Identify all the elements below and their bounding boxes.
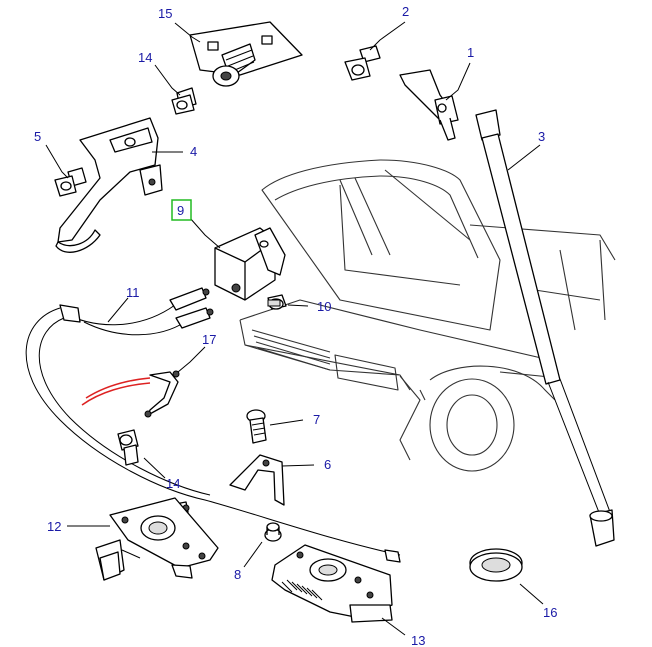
part-15-bonnet-catch [189,21,303,87]
callout-9: 9 [177,203,184,218]
callout-16: 16 [543,605,557,620]
callout-6: 6 [324,457,331,472]
part-17-cable-guide [81,370,180,418]
callout-4: 4 [190,144,197,159]
part-14-bolt-upper [171,87,197,115]
part-11-release-cable [25,287,401,563]
part-16-grommet [469,548,523,582]
callout-14-lower: 14 [166,476,180,491]
vehicle-outline [239,159,616,472]
callout-12: 12 [47,519,61,534]
part-6-bracket [229,454,285,506]
callout-7: 7 [313,412,320,427]
callout-labels: 15 2 1 3 14 4 5 9 10 11 17 7 6 14 12 8 1… [34,4,557,647]
part-4-safety-catch [55,117,163,253]
part-12-bonnet-latch [95,497,219,581]
callout-8: 8 [234,567,241,582]
leader-lines [45,21,544,636]
part-9-latch-block [214,227,286,301]
part-7-bolt [246,409,267,444]
callout-1: 1 [467,45,474,60]
part-5-bolt [54,167,87,197]
part-3-gas-strut [475,109,615,547]
callout-3: 3 [538,129,545,144]
callout-2: 2 [402,4,409,19]
part-14-bolt-lower [117,429,139,466]
callout-11: 11 [126,285,140,300]
part-1-bracket [399,69,459,141]
part-13-latch-assembly [271,544,393,623]
part-8-bush [264,522,282,542]
callout-9-highlight-box [171,199,192,221]
callout-10: 10 [317,299,331,314]
callout-13: 13 [411,633,425,647]
callout-5: 5 [34,129,41,144]
callout-15: 15 [158,6,172,21]
part-10-bolt [267,294,287,310]
callout-14-upper: 14 [138,50,152,65]
part-2-bolt [344,45,381,81]
callout-17: 17 [202,332,216,347]
